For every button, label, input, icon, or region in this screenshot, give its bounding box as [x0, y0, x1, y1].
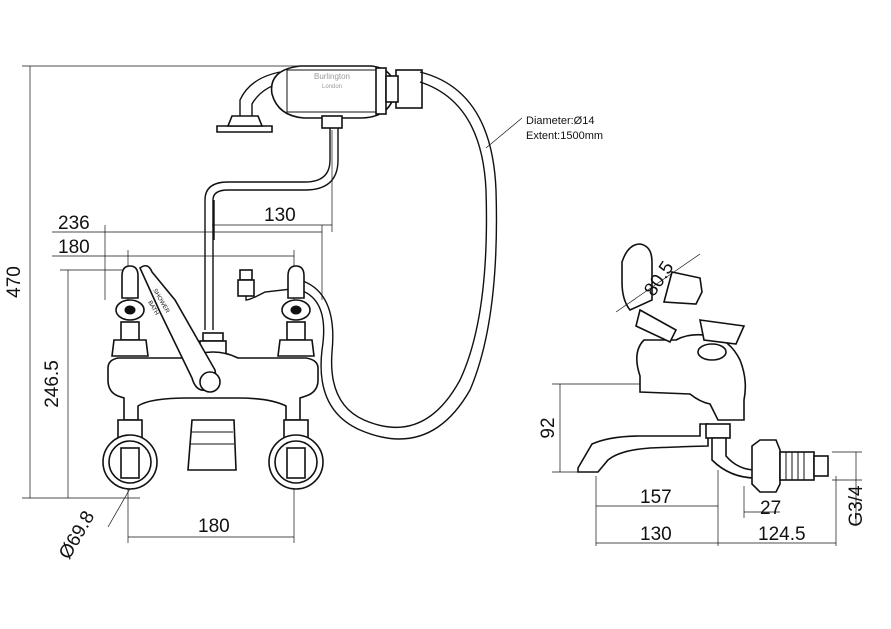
shower-rose	[216, 125, 273, 133]
dim-side-124: 124.5	[758, 524, 806, 545]
side-top-lever	[621, 243, 653, 311]
handset-sub: London	[322, 84, 342, 90]
dim-width-236: 236	[58, 213, 90, 234]
hose-extent-note: Extent:1500mm	[526, 130, 603, 142]
dim-side-130: 130	[640, 524, 672, 545]
side-dimension-lines	[485, 117, 862, 546]
dim-height-92: 92	[538, 417, 559, 438]
dim-centres-180: 180	[198, 516, 230, 537]
dim-height-246: 246.5	[42, 360, 63, 408]
riser-pipe	[204, 128, 331, 330]
dim-thread: G3/4	[846, 485, 867, 527]
dim-27: 27	[760, 498, 781, 519]
right-lever	[287, 265, 305, 299]
dim-flange-diameter: Ø69.8	[55, 508, 99, 563]
side-spout	[577, 423, 709, 473]
side-view-tap	[577, 243, 829, 493]
dim-width-180-top: 180	[58, 237, 90, 258]
dim-offset-130: 130	[264, 205, 296, 226]
shower-hose	[299, 71, 498, 440]
handset-brand: Burlington	[314, 72, 350, 81]
hose-connector	[395, 69, 423, 109]
dim-spout-157: 157	[640, 487, 672, 508]
side-body	[636, 333, 747, 421]
hose-diameter-note: Diameter:Ø14	[526, 115, 594, 127]
dim-overall-height: 470	[4, 266, 25, 298]
spout-front	[187, 419, 237, 471]
side-diverter-handle	[662, 271, 703, 305]
left-lever	[121, 265, 139, 299]
wall-union	[751, 439, 781, 493]
front-view-tap: Burlington London SHOWER BATH	[102, 65, 498, 490]
